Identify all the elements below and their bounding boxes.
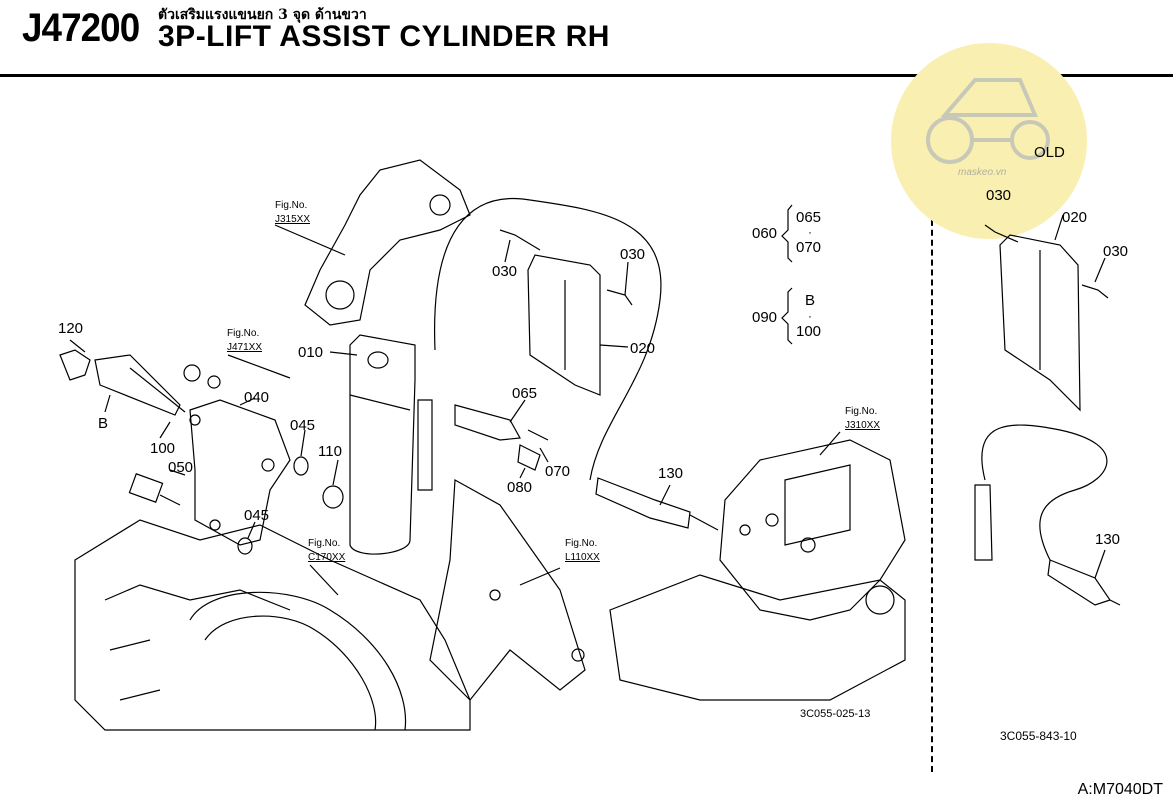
main-drawing [59, 159, 906, 731]
callout-120: 120 [58, 320, 83, 337]
group-090: 090 [752, 309, 777, 326]
callout-labels: 120 B 100 040 050 045 045 110 010 065 07… [58, 144, 1128, 548]
group-B: B [805, 292, 815, 309]
old-callout-020: 020 [1062, 209, 1087, 226]
cover-020 [527, 254, 601, 396]
fig-ref-code-l110: L110XX [565, 552, 600, 563]
group-dot-2: · [808, 309, 812, 323]
part-code: J47200 [22, 6, 140, 50]
callout-045-upper: 045 [290, 417, 315, 434]
figure-references: Fig.No. J315XX Fig.No. J471XX Fig.No. C1… [227, 200, 880, 563]
group-100: 100 [796, 323, 821, 340]
header-rule [0, 74, 1173, 77]
drawing-id-main: 3C055-025-13 [800, 708, 870, 720]
old-callout-130: 130 [1095, 531, 1120, 548]
callout-030-left: 030 [492, 263, 517, 280]
cylinder-010 [349, 334, 416, 555]
support-plate [429, 479, 586, 701]
callout-040: 040 [244, 389, 269, 406]
valve-block [719, 439, 906, 621]
old-section-divider [931, 200, 933, 772]
hydraulic-hose [433, 198, 662, 481]
fig-ref-code-j310: J310XX [845, 420, 880, 431]
callout-020: 020 [630, 340, 655, 357]
group-070: 070 [796, 239, 821, 256]
callout-070: 070 [545, 463, 570, 480]
callout-130: 130 [658, 465, 683, 482]
old-hose [981, 424, 1108, 561]
drawing-id-old: 3C055-843-10 [1000, 729, 1077, 743]
callout-110: 110 [318, 443, 342, 460]
callout-100: 100 [150, 440, 175, 457]
callout-045-lower: 045 [244, 507, 269, 524]
callout-B: B [98, 415, 108, 432]
old-callout-030-right: 030 [1103, 243, 1128, 260]
old-cover-020 [999, 234, 1081, 412]
title-english: 3P-LIFT ASSIST CYLINDER RH [158, 20, 610, 53]
callout-080: 080 [507, 479, 532, 496]
title-thai: ตัวเสริมแรงแขนยก 3 จุด ด้านขวา [158, 7, 367, 23]
fig-ref-code-j471: J471XX [227, 342, 262, 353]
bracket-040 [189, 399, 291, 546]
tractor-icon [926, 78, 1050, 164]
group-dot-1: · [808, 225, 812, 239]
fig-ref-label-j310: Fig.No. [845, 406, 877, 417]
fig-ref-label-j471: Fig.No. [227, 328, 259, 339]
fig-ref-label-j315: Fig.No. [275, 200, 307, 211]
old-badge: OLD [1034, 144, 1065, 161]
callout-050: 050 [168, 459, 193, 476]
fig-ref-code-j315: J315XX [275, 214, 310, 225]
fig-ref-label-c170: Fig.No. [308, 538, 340, 549]
old-callout-030-top: 030 [986, 187, 1011, 204]
fig-ref-label-l110: Fig.No. [565, 538, 597, 549]
watermark: maskeo.vn [891, 43, 1087, 239]
old-drawing [974, 214, 1121, 606]
lift-arm [304, 159, 471, 326]
document-code: A:M7040DT [1077, 781, 1163, 798]
callout-030-right: 030 [620, 246, 645, 263]
callout-065: 065 [512, 385, 537, 402]
group-060: 060 [752, 225, 777, 242]
watermark-site: maskeo.vn [958, 167, 1007, 178]
fig-ref-code-c170: C170XX [308, 552, 346, 563]
group-065: 065 [796, 209, 821, 226]
callout-010: 010 [298, 344, 323, 361]
